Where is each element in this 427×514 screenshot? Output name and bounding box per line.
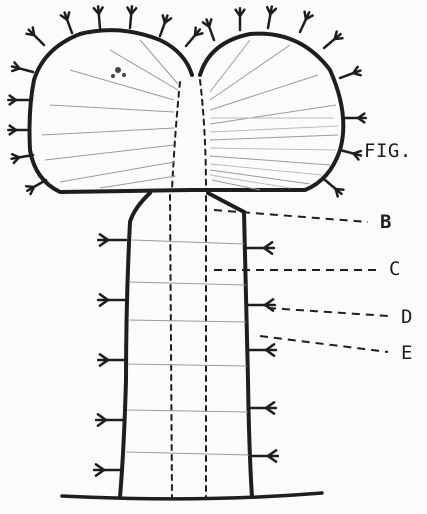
cap-tentacle-tuft [8, 126, 30, 135]
cap-tentacle-tuft [340, 67, 361, 78]
stem-tentacle-tuft [246, 242, 274, 253]
cap-tentacles [8, 6, 365, 196]
stem-tentacle-tuft [98, 294, 126, 305]
cap-tentacle-tuft [340, 150, 361, 160]
figure-label: FIG. [364, 140, 412, 162]
cap-spot [111, 67, 126, 78]
cap-tentacle-tuft [267, 7, 276, 28]
label-c: C [389, 258, 401, 280]
cap-tentacle-tuft [94, 6, 103, 28]
cap-tentacle-tuft [236, 8, 245, 30]
label-d: D [401, 306, 413, 328]
cap-tentacle-tuft [300, 12, 313, 32]
cap-dense-fibres [210, 118, 338, 188]
stem-fibres [126, 240, 249, 455]
cap-left-inner-dashes [172, 82, 180, 190]
cap-tentacle-tuft [61, 12, 72, 33]
ground-line [62, 493, 322, 499]
cap-tentacle-tuft [12, 154, 33, 163]
cap-left-lobe [30, 30, 193, 192]
cap-tentacle-tuft [203, 19, 214, 40]
cap-tentacle-tuft [27, 28, 45, 46]
cap-tentacle-tuft [344, 114, 366, 123]
stem-tentacle-tuft [98, 234, 126, 245]
leader-lines [214, 210, 388, 352]
stem-left-edge [120, 193, 150, 497]
cap-tentacle-tuft [160, 15, 171, 36]
cap-right-lobe [190, 34, 343, 190]
cap-tentacle-tuft [186, 28, 202, 46]
stem-tentacle-tuft [98, 354, 126, 365]
cap-tentacle-tuft [12, 63, 33, 73]
stem-inner-dashes-left [170, 195, 172, 497]
cap-tentacle-tuft [26, 180, 46, 194]
cap-tentacle-tuft [8, 96, 30, 105]
stem-tentacle-tuft [96, 414, 124, 425]
stem-tentacle-tuft [248, 344, 276, 355]
cap-tentacle-tuft [325, 180, 343, 196]
leader-line-d [268, 308, 388, 316]
leader-line-e [260, 336, 388, 352]
label-b: B [380, 211, 392, 233]
cap-tentacle-tuft [127, 6, 136, 28]
cap-fibres [42, 40, 338, 190]
leader-line-b [214, 210, 368, 222]
stem-tentacle-tuft [94, 464, 122, 475]
stem-right-edge [208, 193, 252, 497]
cap-tentacle-tuft [324, 32, 342, 48]
label-e: E [401, 342, 413, 364]
stem-tentacle-tuft [250, 450, 278, 461]
cap-right-inner-dashes [200, 80, 206, 190]
stem-tentacle-tuft [248, 402, 276, 413]
